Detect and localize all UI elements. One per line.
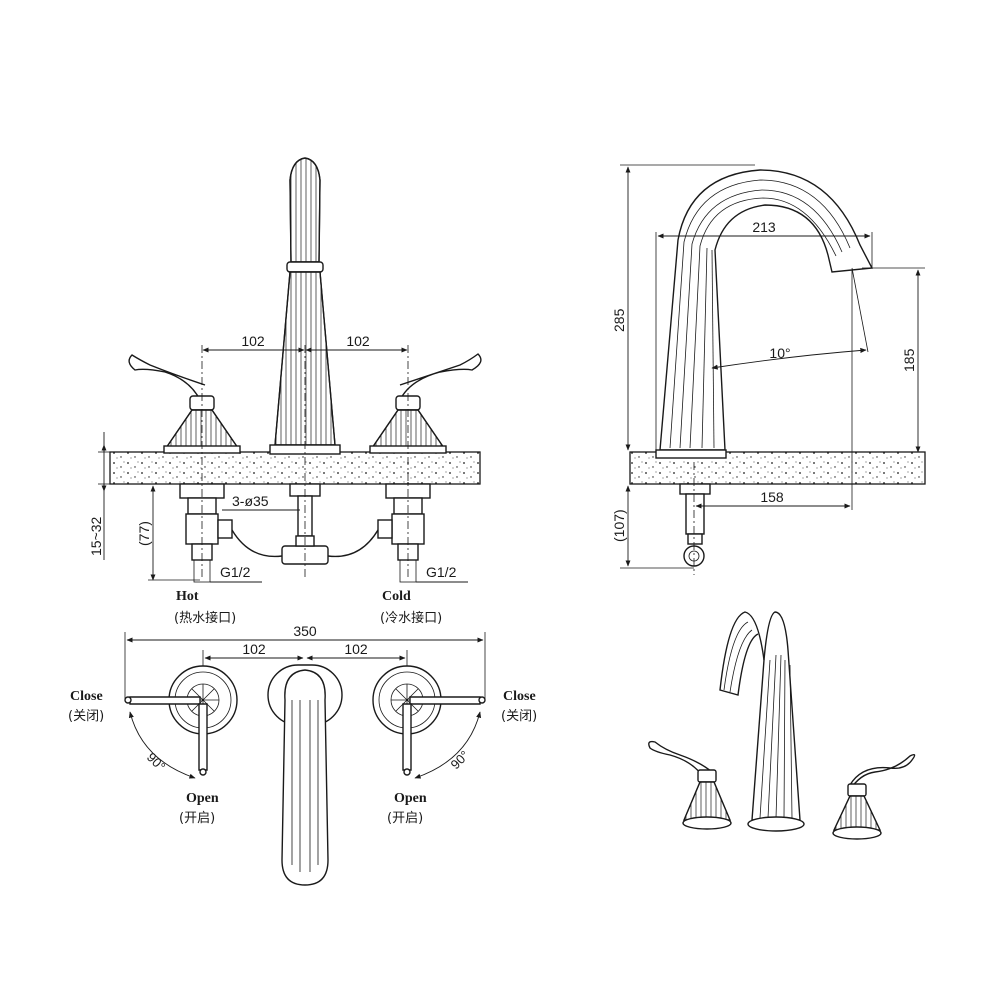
open-right-cn: (开启) — [387, 811, 423, 826]
top-view: 350 102 102 — [68, 623, 537, 886]
open-left: Open — [186, 791, 219, 806]
perspective-hot-handle — [648, 740, 732, 830]
open-right: Open — [394, 791, 427, 806]
close-left: Close — [70, 689, 103, 704]
side-dim-base: 158 — [760, 489, 784, 505]
side-spout — [655, 169, 874, 459]
front-thread-left: G1/2 — [220, 564, 251, 580]
front-dim-spacing-left: 102 — [241, 333, 265, 349]
front-right-valve — [377, 483, 431, 583]
hot-label: Hot — [176, 589, 199, 604]
close-left-cn: (关闭) — [68, 709, 104, 724]
front-dim-hole: 3-ø35 — [232, 493, 269, 509]
top-angle-right: 90° — [448, 748, 473, 773]
cold-label-cn: (冷水接口) — [380, 610, 442, 626]
front-cold-handle — [369, 353, 482, 454]
perspective-view — [648, 611, 916, 840]
side-dim-spout-height: 185 — [901, 348, 917, 372]
countertop — [109, 451, 481, 485]
close-right-cn: (关闭) — [501, 709, 537, 724]
side-view: 285 213 185 10° 158 (107) — [611, 164, 926, 575]
side-dim-height: 285 — [611, 308, 627, 332]
top-hot-handle — [124, 665, 238, 776]
front-dim-spacing-right: 102 — [346, 333, 370, 349]
top-dim-width: 350 — [293, 623, 317, 639]
front-view: 102 102 3-ø35 15~32 (77) G1/2 G1/2 Hot (… — [88, 157, 482, 626]
side-dim-angle: 10° — [769, 345, 790, 361]
perspective-spout — [719, 611, 805, 832]
front-dim-deck: 15~32 — [88, 516, 104, 556]
close-right: Close — [503, 689, 536, 704]
top-dim-spacing-left: 102 — [242, 641, 266, 657]
front-thread-right: G1/2 — [426, 564, 457, 580]
cold-label: Cold — [382, 589, 411, 604]
side-dim-below: (107) — [611, 509, 627, 542]
side-shank — [679, 483, 711, 567]
top-dim-spacing-right: 102 — [344, 641, 368, 657]
perspective-cold-handle — [832, 753, 916, 840]
top-angle-left: 90° — [144, 750, 169, 775]
top-spout — [267, 664, 343, 886]
open-left-cn: (开启) — [179, 811, 215, 826]
side-dim-reach: 213 — [752, 219, 776, 235]
front-dim-below: (77) — [136, 521, 152, 546]
front-hot-handle — [128, 354, 241, 454]
front-spout — [269, 157, 341, 455]
hot-label-cn: (热水接口) — [174, 610, 236, 626]
